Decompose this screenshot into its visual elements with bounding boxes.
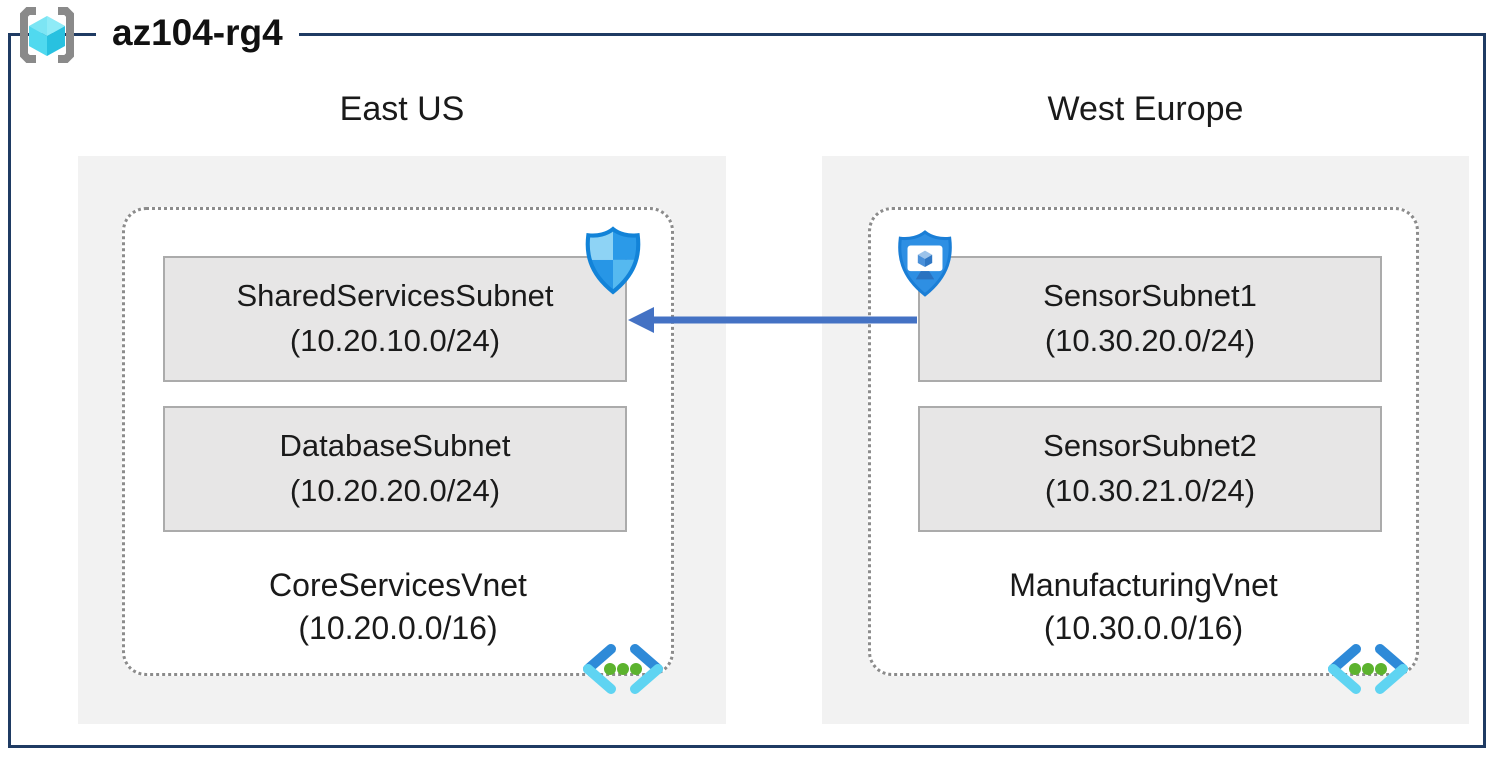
vnet-caption-manufacturing: ManufacturingVnet (10.30.0.0/16)	[871, 564, 1416, 650]
subnet-cidr: (10.20.10.0/24)	[289, 323, 501, 358]
subnet-database: DatabaseSubnet (10.20.20.0/24)	[163, 406, 627, 532]
vnet-cidr: (10.20.0.0/16)	[298, 610, 498, 647]
subnet-cidr: (10.30.20.0/24)	[1044, 323, 1256, 358]
vnet-cidr: (10.30.0.0/16)	[1043, 610, 1244, 647]
virtual-network-icon	[1328, 644, 1408, 694]
resource-group-frame	[8, 33, 1486, 748]
subnet-sensor1: SensorSubnet1 (10.30.20.0/24)	[918, 256, 1382, 382]
subnet-name: SensorSubnet2	[1043, 428, 1257, 464]
subnet-name: SharedServicesSubnet	[236, 278, 554, 314]
defender-shield-icon	[585, 226, 641, 295]
subnet-name: SensorSubnet1	[1043, 278, 1257, 314]
vnet-caption-coreservices: CoreServicesVnet (10.20.0.0/16)	[125, 564, 671, 650]
subnet-sensor2: SensorSubnet2 (10.30.21.0/24)	[918, 406, 1382, 532]
peering-arrow	[628, 307, 917, 333]
region-label-east-us: East US	[339, 90, 465, 128]
resource-group-icon	[20, 7, 74, 63]
vnet-coreservices: SharedServicesSubnet (10.20.10.0/24) Dat…	[122, 207, 674, 694]
virtual-network-icon	[583, 644, 663, 694]
region-label-west-europe: West Europe	[1047, 90, 1244, 128]
resource-group-title: az104-rg4	[96, 11, 299, 55]
subnet-sharedservices: SharedServicesSubnet (10.20.10.0/24)	[163, 256, 627, 382]
vnet-manufacturing: SensorSubnet1 (10.30.20.0/24) SensorSubn…	[868, 207, 1419, 694]
vnet-name: CoreServicesVnet	[269, 567, 527, 603]
shield-monitor-icon	[898, 230, 952, 297]
vnet-name: ManufacturingVnet	[1009, 567, 1278, 603]
subnet-cidr: (10.30.21.0/24)	[1044, 473, 1256, 508]
subnet-name: DatabaseSubnet	[279, 428, 511, 464]
subnet-cidr: (10.20.20.0/24)	[289, 473, 501, 508]
